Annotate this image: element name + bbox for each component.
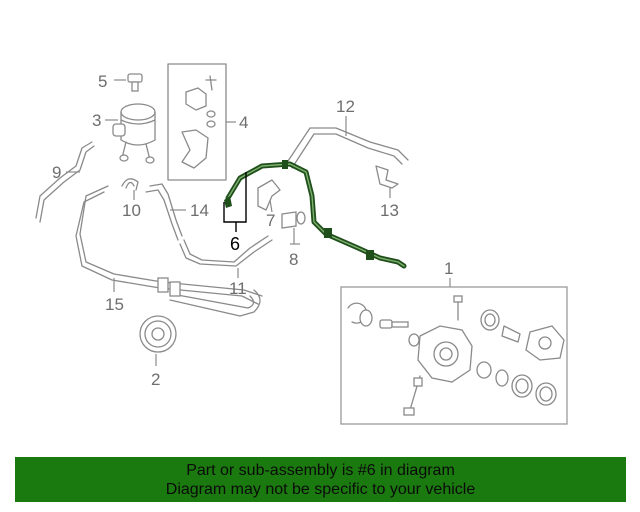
label-1: 1 xyxy=(444,259,453,278)
label-11: 11 xyxy=(229,279,247,298)
label-15: 15 xyxy=(105,295,124,314)
label-12: 12 xyxy=(336,97,355,116)
part-9-hose[interactable] xyxy=(35,141,95,223)
label-2: 2 xyxy=(151,370,160,389)
info-banner: Part or sub-assembly is #6 in diagram Di… xyxy=(15,457,626,502)
part-12-feed-line[interactable] xyxy=(285,116,409,169)
label-6-bracket xyxy=(223,172,247,232)
part-3-reservoir[interactable] xyxy=(105,103,156,164)
part-6-pressure-hose[interactable] xyxy=(224,160,407,269)
part-7-clamp[interactable] xyxy=(257,179,281,213)
label-9: 9 xyxy=(52,163,61,182)
part-5-bolt[interactable] xyxy=(114,73,143,92)
label-10: 10 xyxy=(122,201,141,220)
label-13: 13 xyxy=(380,201,399,220)
label-3: 3 xyxy=(92,111,101,130)
part-8-fitting[interactable] xyxy=(281,211,306,245)
banner-line-2: Diagram may not be specific to your vehi… xyxy=(165,481,476,498)
label-4: 4 xyxy=(239,113,248,132)
label-6: 6 xyxy=(230,234,240,254)
label-14: 14 xyxy=(190,201,209,220)
part-13-bracket[interactable] xyxy=(375,165,399,198)
label-7: 7 xyxy=(266,211,275,230)
banner-line-1: Part or sub-assembly is #6 in diagram xyxy=(186,462,455,479)
label-8: 8 xyxy=(289,250,298,269)
part-14-hose[interactable] xyxy=(145,183,186,241)
part-2-pulley[interactable] xyxy=(139,315,177,366)
part-15-return-line[interactable] xyxy=(75,185,263,317)
part-11-line[interactable] xyxy=(179,235,273,278)
part-10-hose[interactable] xyxy=(121,178,139,200)
label-5: 5 xyxy=(98,72,107,91)
part-1-pump-assembly[interactable] xyxy=(340,278,568,425)
part-4-bracket[interactable] xyxy=(167,63,236,181)
